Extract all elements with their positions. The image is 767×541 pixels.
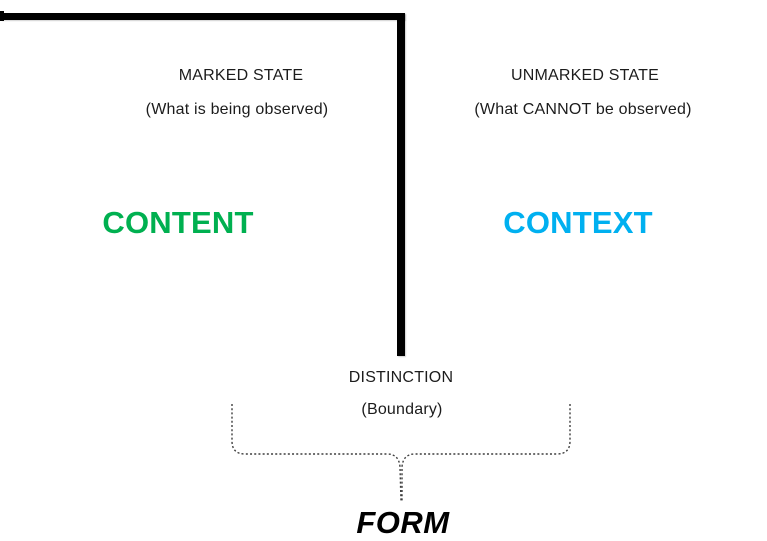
marked-state-subtitle: (What is being observed) [145, 101, 329, 118]
distinction-mark-horizontal-line [1, 13, 405, 20]
content-keyword: CONTENT [102, 205, 254, 240]
distinction-mark-vertical-line [397, 13, 405, 356]
unmarked-state-title: UNMARKED STATE [511, 67, 659, 84]
form-label: FORM [356, 505, 450, 540]
boundary-subtitle: (Boundary) [361, 401, 443, 418]
context-keyword: CONTEXT [503, 205, 653, 240]
unmarked-state-subtitle: (What CANNOT be observed) [474, 101, 692, 118]
form-brace-left-half [231, 404, 402, 502]
distinction-title: DISTINCTION [348, 369, 454, 386]
form-brace-right-half [401, 404, 571, 501]
marked-state-title: MARKED STATE [178, 67, 304, 84]
